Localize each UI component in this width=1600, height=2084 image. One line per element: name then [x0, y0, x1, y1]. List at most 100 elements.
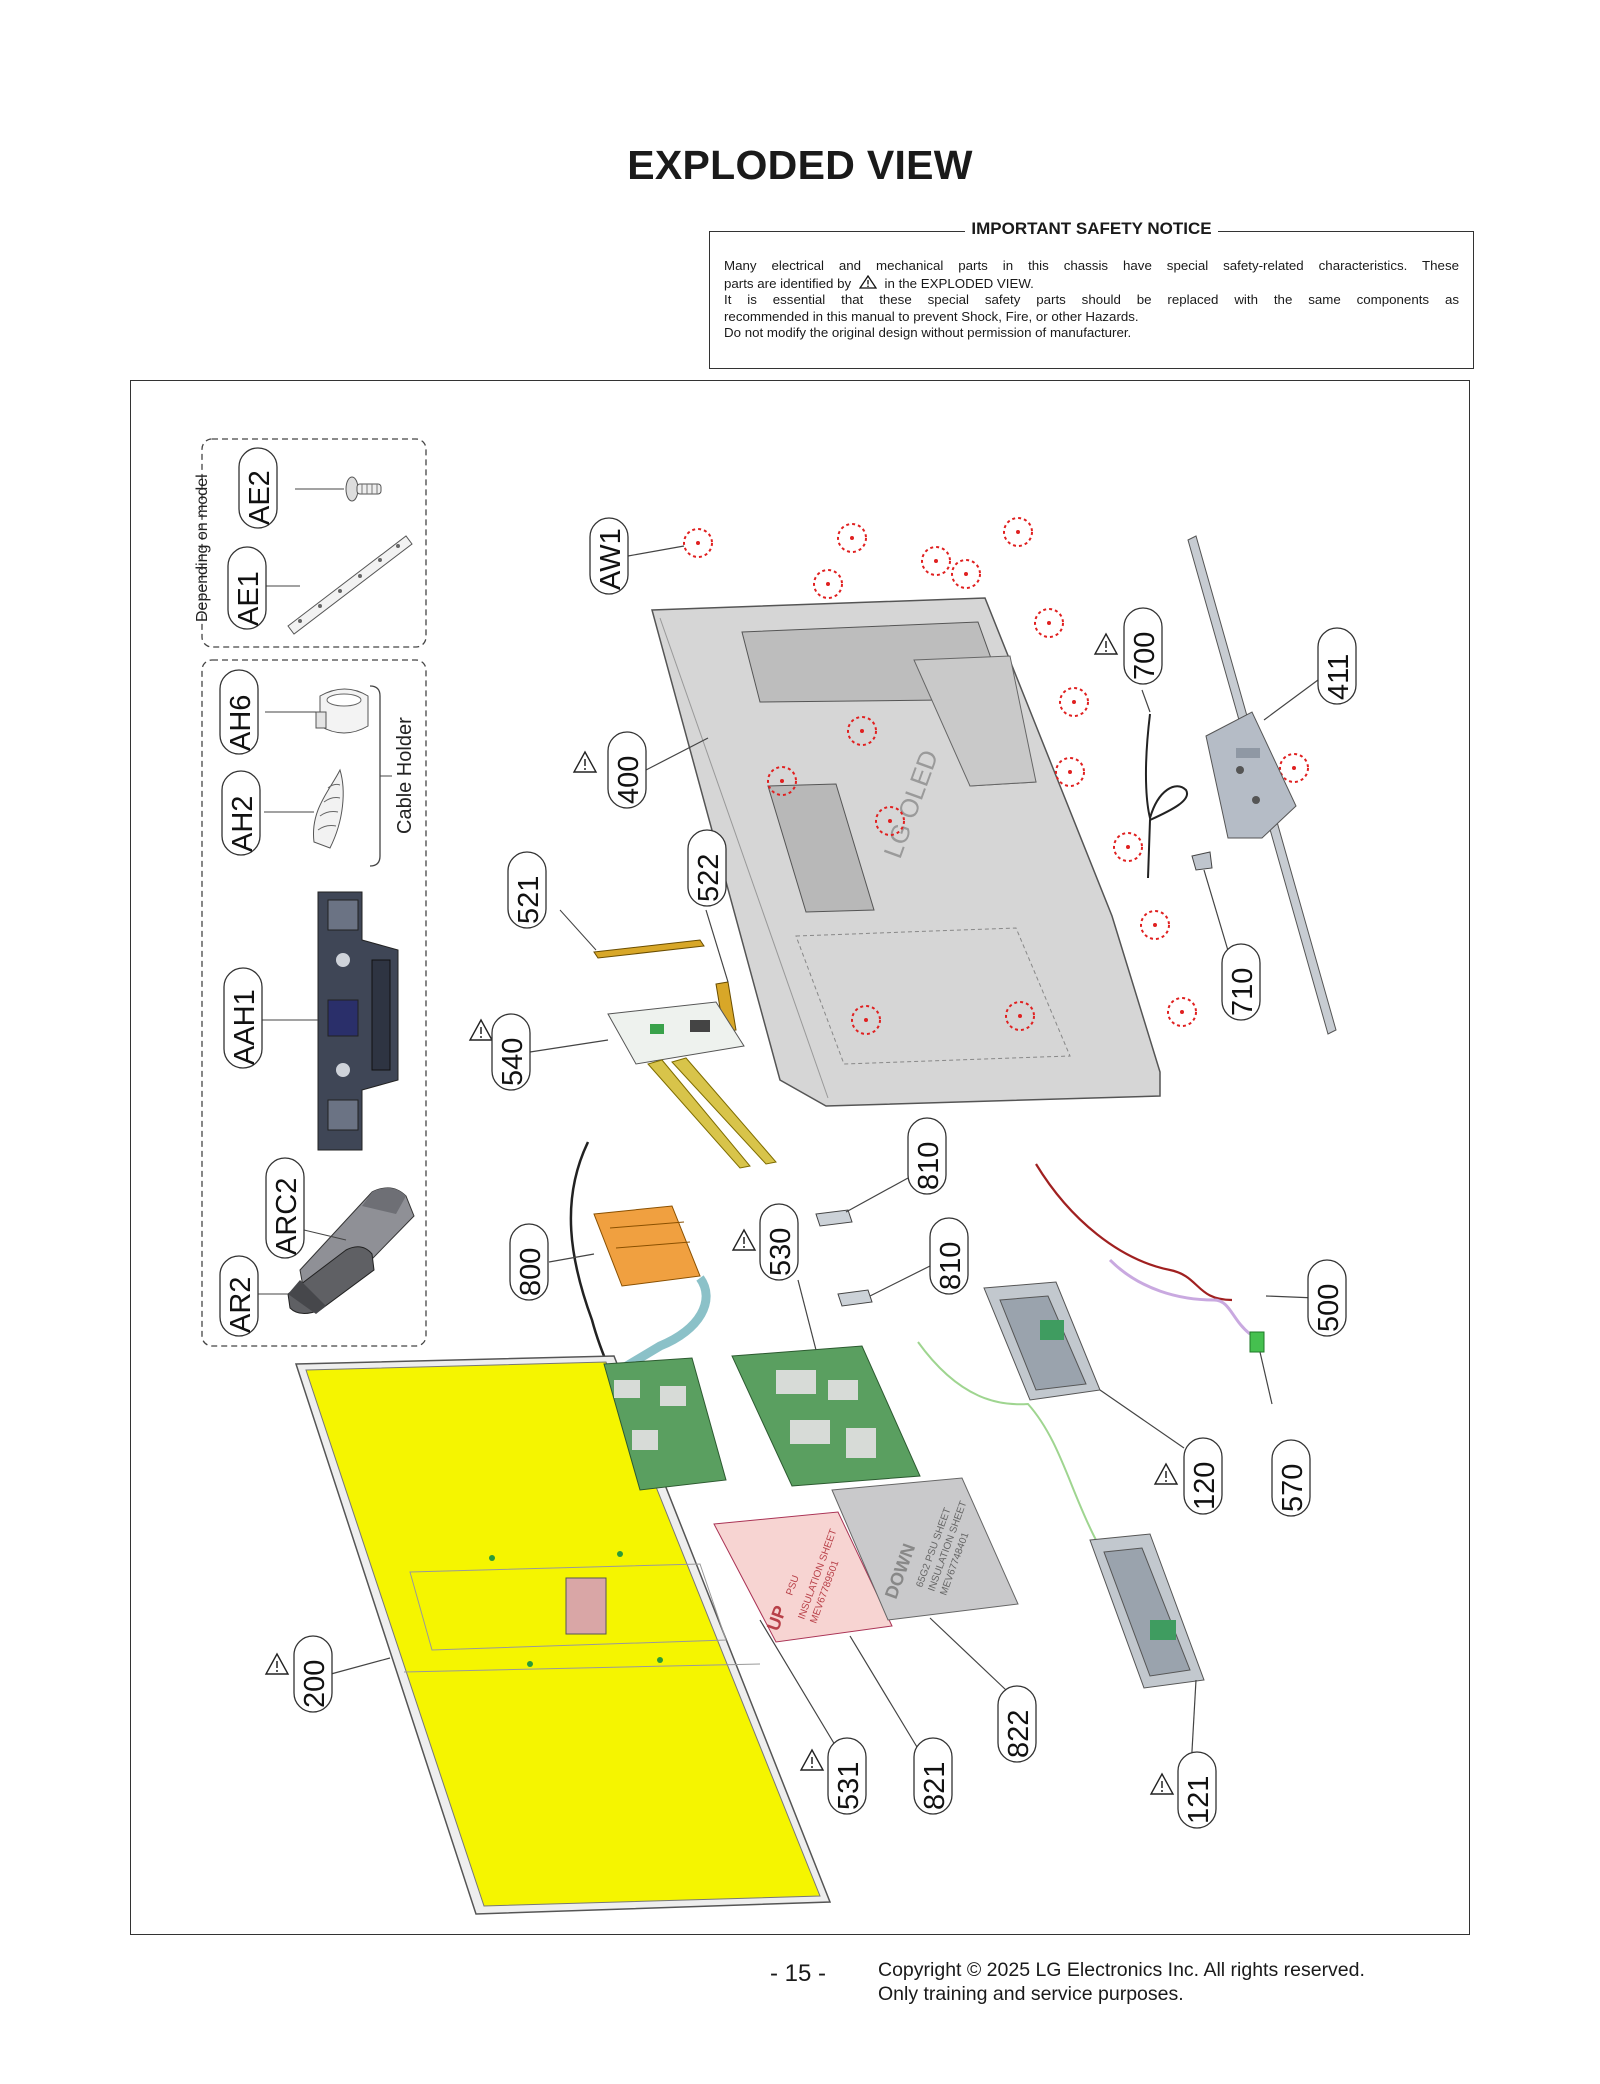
part-label-821: 821 [913, 1737, 953, 1815]
part-label-810-lower: 810 [929, 1217, 969, 1295]
safety-notice-box: IMPORTANT SAFETY NOTICE Many electrical … [709, 219, 1474, 369]
part-label-521: 521 [507, 851, 547, 929]
svg-text:530: 530 [765, 1228, 797, 1276]
cable-holder-bracket [369, 685, 381, 867]
svg-text:710: 710 [1227, 968, 1259, 1016]
svg-text:822: 822 [1003, 1710, 1035, 1758]
accessory-box-depending-on-model [201, 438, 427, 648]
part-label-710: 710 [1221, 943, 1261, 1021]
svg-text:AE2: AE2 [244, 470, 276, 525]
svg-text:AW1: AW1 [595, 528, 627, 590]
svg-text:400: 400 [613, 756, 645, 804]
clip-710-illustration [1191, 851, 1213, 871]
part-label-120: 120 [1183, 1437, 1223, 1515]
accessory-box-main [201, 659, 427, 1347]
part-label-121: 121 [1177, 1751, 1217, 1829]
part-label-570: 570 [1271, 1439, 1311, 1517]
svg-text:AR2: AR2 [225, 1277, 257, 1333]
power-board-530-illustration [731, 1345, 921, 1487]
remote-ar2-illustration [258, 1246, 375, 1314]
svg-text:ARC2: ARC2 [271, 1178, 303, 1255]
svg-text:AH2: AH2 [227, 796, 259, 852]
safety-notice-heading: IMPORTANT SAFETY NOTICE [965, 219, 1218, 238]
notice-line-5: Do not modify the original design withou… [724, 325, 1132, 341]
part-label-500: 500 [1307, 1259, 1347, 1337]
cable-500-white [1108, 1258, 1251, 1336]
svg-text:AAH1: AAH1 [229, 989, 261, 1065]
part-label-ar2: AR2 [219, 1255, 259, 1337]
cable-800-illustration [569, 1141, 616, 1381]
svg-text:120: 120 [1189, 1462, 1221, 1510]
page-number: - 15 - [770, 1960, 827, 1987]
svg-text:570: 570 [1277, 1464, 1309, 1512]
bracket-411-illustration [1187, 535, 1337, 1035]
cable-700-illustration [1144, 713, 1189, 879]
svg-text:200: 200 [299, 1660, 331, 1708]
sheet-822-illustration: DOWN 65G2 PSU SHEET INSULATION SHEET MEV… [831, 1477, 1019, 1621]
part-label-810-upper: 810 [907, 1117, 947, 1195]
ffc-cable-illustration [617, 1275, 711, 1374]
notice-line-4: recommended in this manual to prevent Sh… [724, 308, 1139, 324]
svg-text:800: 800 [515, 1248, 547, 1296]
notice-line-2b: in the EXPLODED VIEW. [884, 275, 1034, 291]
svg-text:522: 522 [693, 854, 725, 902]
panel-200-illustration [294, 1355, 832, 1915]
part-label-700: 700 [1123, 607, 1163, 685]
svg-text:521: 521 [513, 876, 545, 924]
part-label-400: 400 [607, 731, 647, 809]
part-label-540: 540 [491, 1013, 531, 1091]
svg-text:540: 540 [497, 1038, 529, 1086]
copyright-line-1: Copyright © 2025 LG Electronics Inc. All… [878, 1959, 1365, 1981]
svg-text:411: 411 [1323, 654, 1355, 700]
svg-text:500: 500 [1313, 1284, 1345, 1332]
board-810-a-illustration [815, 1209, 853, 1227]
cable-500-illustration [1035, 1163, 1233, 1302]
svg-text:121: 121 [1183, 1776, 1215, 1824]
screw-ae2-illustration [295, 476, 382, 502]
part-label-530: 530 [759, 1203, 799, 1281]
cable-green-illustration [917, 1341, 1097, 1541]
back-cover-400-illustration: LG OLED [651, 597, 1161, 1107]
copyright-notice: Copyright © 2025 LG Electronics Inc. All… [878, 1958, 1365, 2006]
part-label-aah1: AAH1 [223, 967, 263, 1069]
svg-text:700: 700 [1129, 632, 1161, 680]
notice-line-2a: parts are identified by [724, 275, 852, 291]
exploded-view-frame [130, 380, 1470, 1935]
safety-notice-body: Many electrical and mechanical parts in … [724, 258, 1459, 342]
part-label-arc2: ARC2 [265, 1157, 305, 1259]
part-label-ah6: AH6 [219, 669, 259, 755]
part-label-531: 531 [827, 1737, 867, 1815]
svg-text:821: 821 [919, 1762, 951, 1810]
notice-line-1: Many electrical and mechanical parts in … [724, 258, 1459, 273]
part-label-ah2: AH2 [221, 770, 261, 856]
svg-text:531: 531 [833, 1762, 865, 1810]
depending-on-model-label: Depending on model [194, 474, 211, 622]
svg-text:AH6: AH6 [225, 695, 257, 751]
part-label-ae2: AE2 [238, 447, 278, 529]
copyright-line-2: Only training and service purposes. [878, 1983, 1184, 2005]
sheet-821-illustration: UP PSU INSULATION SHEET MEV67789501 [713, 1511, 893, 1643]
part-label-aw1: AW1 [589, 517, 629, 595]
bracket-120-illustration [983, 1281, 1101, 1401]
part-label-822: 822 [997, 1685, 1037, 1763]
board-810-b-illustration [837, 1289, 873, 1307]
part-label-800: 800 [509, 1223, 549, 1301]
main-board-540-illustration [607, 1001, 777, 1169]
cable-tie-ae1-illustration [262, 535, 413, 635]
svg-text:810: 810 [913, 1142, 945, 1190]
holder-ah6-illustration [265, 688, 369, 734]
connector-570-illustration [1249, 1331, 1265, 1353]
board-521-illustration [559, 909, 705, 959]
holder-ah2-illustration [264, 768, 344, 849]
warning-triangle-icon [858, 274, 878, 289]
part-label-522: 522 [687, 829, 727, 907]
part-label-411: 411 [1317, 627, 1357, 705]
wall-bracket-aah1-illustration [262, 891, 399, 1151]
part-label-200: 200 [293, 1635, 333, 1713]
tcon-board-531-illustration [603, 1357, 727, 1491]
notice-line-3: It is essential that these special safet… [724, 292, 1459, 308]
bracket-121-illustration [1089, 1533, 1205, 1689]
notice-line-2: parts are identified by in the EXPLODED … [724, 274, 1459, 293]
part-label-ae1: AE1 [227, 546, 267, 630]
